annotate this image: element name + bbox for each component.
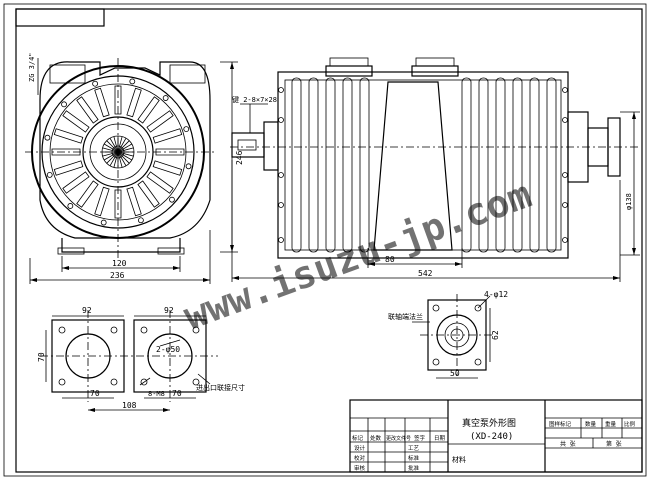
dim-80: 80 bbox=[385, 255, 395, 264]
dim-70-br: 70 bbox=[172, 389, 182, 398]
side-view: 键 2-8×7×28 80 542 bbox=[230, 57, 640, 282]
tb-row-label-1: 处数 bbox=[370, 434, 382, 442]
tb-left-0: 设计 bbox=[354, 444, 366, 452]
dim-120: 120 bbox=[112, 259, 127, 268]
flange-view: 92 92 70 70 70 108 2-φ50 8-M8 进出口联接尺寸 bbox=[37, 306, 245, 412]
dim-92-right: 92 bbox=[164, 306, 174, 315]
key-label: 键 2-8×7×28 bbox=[232, 95, 277, 104]
tb-right-3: 比例 bbox=[624, 420, 636, 428]
dim-542: 542 bbox=[418, 269, 433, 278]
dim-246: 246 bbox=[235, 150, 244, 165]
tb-row-label-2: 更改文件号 bbox=[386, 435, 411, 442]
pipe-label: ZG 3/4" bbox=[28, 52, 36, 82]
dim-62: 62 bbox=[491, 330, 500, 340]
tb-foot-1: 第 张 bbox=[606, 440, 622, 448]
tb-right-1: 数量 bbox=[585, 420, 597, 428]
tb-title: 真空泵外形图 bbox=[462, 417, 516, 429]
tb-left-2: 审核 bbox=[354, 464, 366, 472]
dim-70-bl: 70 bbox=[90, 389, 100, 398]
tb-mid-0: 工艺 bbox=[408, 445, 420, 452]
holes-label: 2-φ50 bbox=[156, 345, 180, 354]
dim-dia-138: φ138 bbox=[625, 193, 633, 210]
tb-row-label-0: 标记 bbox=[352, 434, 364, 442]
dim-50: 50 bbox=[450, 369, 460, 378]
outer-border bbox=[3, 3, 647, 477]
tb-foot-0: 共 张 bbox=[560, 440, 576, 448]
dim-236: 236 bbox=[110, 271, 125, 280]
tb-row-label-3: 签字 bbox=[414, 434, 426, 442]
mount-holes: 4-φ12 bbox=[484, 290, 508, 299]
tb-right-0: 图样标记 bbox=[549, 420, 572, 428]
dim-92-left: 92 bbox=[82, 306, 92, 315]
tb-mid-2: 批准 bbox=[408, 464, 420, 472]
front-view: ZG 3/4" 246 120 236 bbox=[25, 52, 244, 284]
drawing-number-box bbox=[15, 8, 105, 27]
tb-mid-1: 标准 bbox=[408, 454, 420, 462]
dim-108: 108 bbox=[122, 401, 137, 410]
tb-left-1: 校对 bbox=[354, 454, 366, 462]
tb-row-label-4: 日期 bbox=[434, 435, 446, 442]
inner-border bbox=[15, 8, 643, 473]
tb-right-2: 重量 bbox=[605, 420, 617, 428]
dim-70-left: 70 bbox=[37, 352, 46, 362]
tb-material: 材料 bbox=[452, 455, 466, 464]
flange-note: 进出口联接尺寸 bbox=[196, 383, 245, 392]
mount-note: 联轴端法兰 bbox=[388, 312, 423, 321]
mount-flange-view: 联轴端法兰 4-φ12 62 50 bbox=[388, 290, 508, 379]
title-block: 标记 处数 更改文件号 签字 日期 设计 校对 审核 工艺 标准 批准 真空泵外… bbox=[349, 399, 643, 473]
tb-model: (XD-240) bbox=[470, 432, 513, 442]
bolts-label: 8-M8 bbox=[148, 390, 165, 398]
